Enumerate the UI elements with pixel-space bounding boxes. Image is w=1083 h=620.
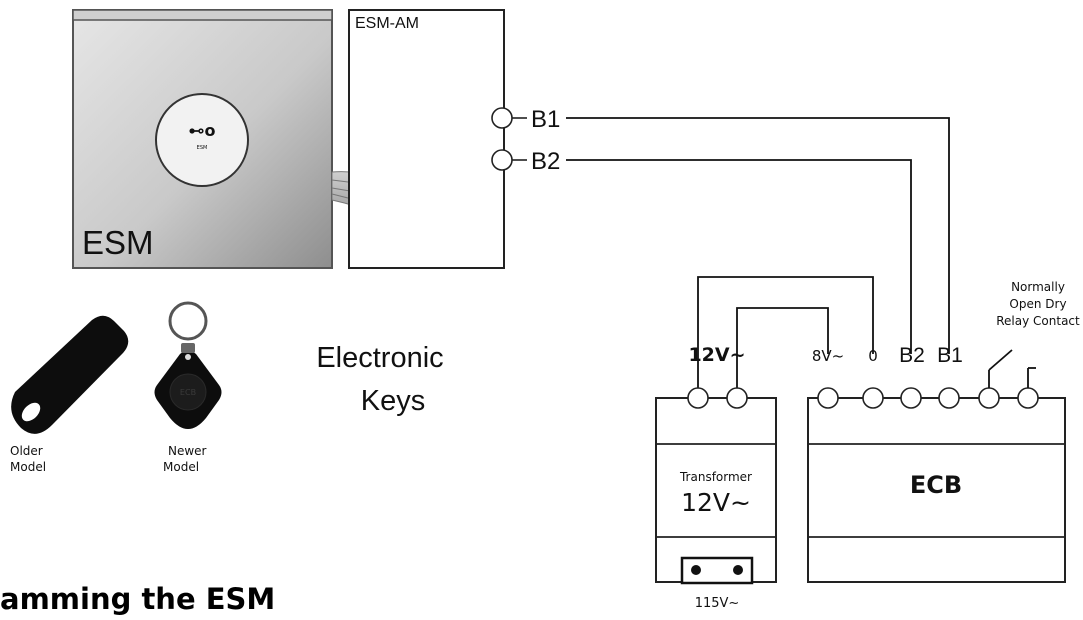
electronic-keys-title-line1: Electronic xyxy=(316,342,443,374)
esm-am-terminal-b2 xyxy=(491,149,513,171)
wires xyxy=(566,117,950,388)
wire-b2 xyxy=(566,159,912,354)
esm-am-b1-label: B1 xyxy=(531,106,560,133)
transformer: Transformer 12V~ 115V~ xyxy=(655,387,777,611)
esm-am-b2-label: B2 xyxy=(531,148,560,175)
wire-12v-to-8v xyxy=(736,307,829,388)
transformer-terminal-1 xyxy=(687,387,709,409)
wire-12v-to-0 xyxy=(697,276,874,388)
relay-label-line3: Relay Contact xyxy=(996,314,1080,328)
older-model-line2: Model xyxy=(10,460,46,474)
key-icon: ⊷o xyxy=(189,121,216,140)
ecb-terminal-label-b1: B1 xyxy=(937,344,963,367)
esm-label: ESM xyxy=(82,224,154,261)
relay-contact-symbol xyxy=(988,349,1036,388)
relay-label-line1: Normally xyxy=(1011,280,1065,294)
ecb-terminal-relay-2 xyxy=(1017,387,1039,409)
ecb-terminal-8v xyxy=(817,387,839,409)
newer-model-line1: Newer xyxy=(168,444,207,458)
ecb-terminal-label-8v: 8V~ xyxy=(812,347,844,365)
key-reader-disc xyxy=(155,93,249,187)
newer-model-line2: Model xyxy=(163,460,199,474)
ecb-terminal-relay-1 xyxy=(978,387,1000,409)
older-key-fob xyxy=(11,315,129,434)
transformer-voltage: 12V~ xyxy=(681,488,751,517)
ecb-label: ECB xyxy=(910,471,962,499)
esm-am-module: ESM-AM B1 B2 xyxy=(348,9,560,269)
older-model-line1: Older xyxy=(10,444,43,458)
esm-unit: ⊷o ESM ESM xyxy=(72,9,333,269)
ecb-terminal-b1 xyxy=(938,387,960,409)
ecb-terminal-b2 xyxy=(900,387,922,409)
newer-key-fob: ECB xyxy=(154,301,222,429)
transformer-name: Transformer xyxy=(679,470,752,484)
transformer-terminal-2 xyxy=(726,387,748,409)
esm-am-label: ESM-AM xyxy=(355,15,419,32)
ecb-terminal-0 xyxy=(862,387,884,409)
transformer-output-label: 12V~ xyxy=(688,344,745,366)
ecb-terminal-label-b2: B2 xyxy=(899,344,925,367)
relay-label-line2: Open Dry xyxy=(1009,297,1066,311)
ecb-terminal-label-0: 0 xyxy=(868,347,878,365)
fob-logo-text: ECB xyxy=(180,388,196,397)
wire-b1 xyxy=(566,117,950,354)
key-icon-subtext: ESM xyxy=(197,145,208,151)
section-heading: amming the ESM xyxy=(0,582,276,616)
esm-am-terminal-b1 xyxy=(491,107,513,129)
electronic-keys-title-line2: Keys xyxy=(361,385,425,417)
transformer-input-label: 115V~ xyxy=(695,596,740,611)
ecb-board: ECB xyxy=(807,387,1066,583)
